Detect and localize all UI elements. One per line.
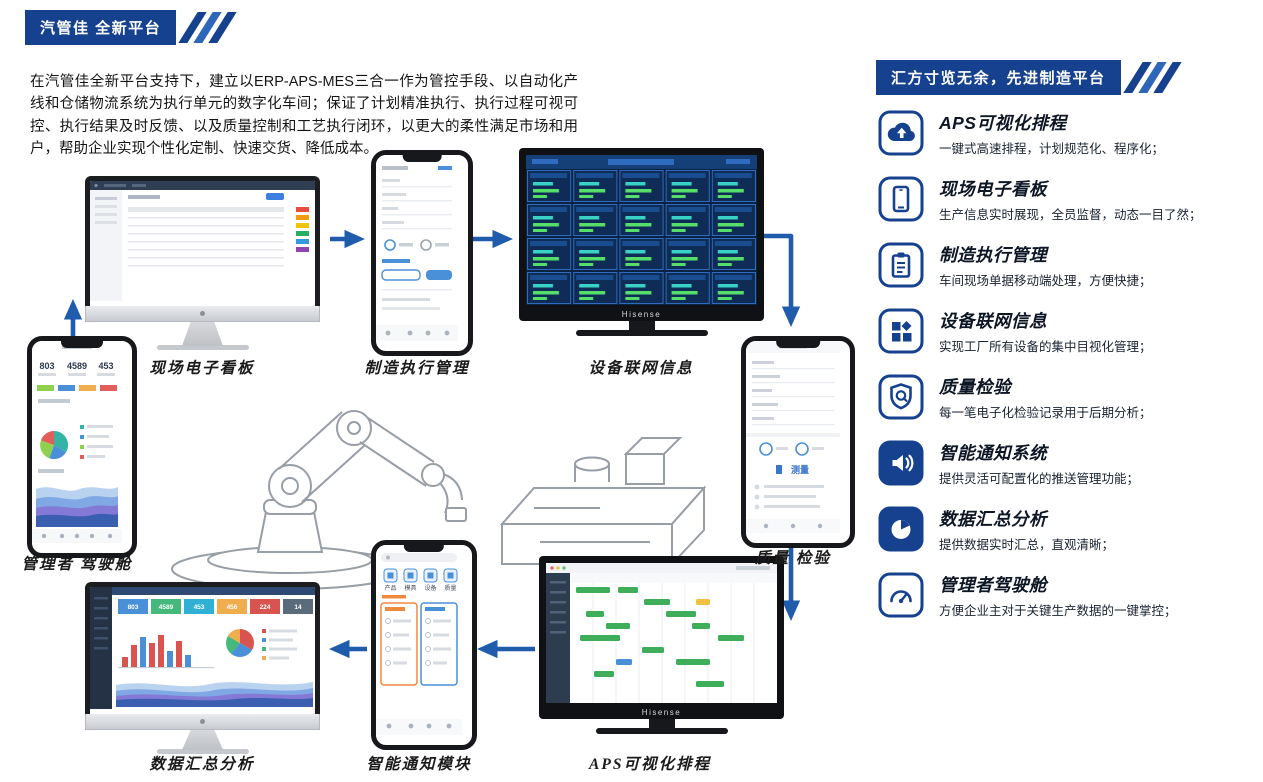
feature-item-aps: APS可视化排程 一键式高速排程，计划规范化、程序化； [878,110,1250,157]
mes-label: 制造执行管理 [364,360,470,377]
cockpit-label: 管理者 驾驶舱 [21,556,133,573]
feature-item-cockpit: 管理者驾驶舱 方便企业主对于关键生产数据的一键掌控； [878,572,1250,619]
quality-phone: 测量 [741,336,855,548]
feature-title: 质量检验 [939,377,1011,397]
feature-desc: 一键式高速排程，计划规范化、程序化； [939,142,1165,156]
notify-phone: 产品 模具 设备 质量 [371,540,477,750]
apple-logo-icon [200,311,205,316]
svg-text:803: 803 [128,604,139,611]
tv-brand-label: Hisense [621,310,662,319]
features-banner-title: 汇方寸览无余，先进制造平台 [876,60,1121,95]
cockpit-phone: 803 4589 453 [27,336,137,558]
gauge-icon [878,572,924,618]
imac-chin [85,714,320,730]
feature-desc: 生产信息实时展现，全员监督，动态一目了然； [939,208,1202,222]
device-label: 设备联网信息 [588,360,694,377]
quality-label: 质量 检验 [755,550,831,567]
features-banner-row: 汇方寸览无余，先进制造平台 [876,60,1182,95]
feature-desc: 实现工厂所有设备的集中目视化管理； [939,340,1152,354]
kanban-screen-content [90,181,315,301]
pie-chart-icon [878,506,924,552]
svg-text:224: 224 [260,604,271,611]
shield-check-icon [878,374,924,420]
feature-desc: 每一笔电子化检验记录用于后期分析； [939,406,1152,420]
cloud-upload-icon [878,110,924,156]
svg-text:453: 453 [98,361,113,371]
quality-screen-content: 测量 [746,341,840,533]
feature-desc: 车间现场单据移动端处理，方便快捷； [939,274,1152,288]
intro-paragraph: 在汽管佳全新平台支持下，建立以ERP-APS-MES三合一作为管控手段、以自动化… [30,73,578,158]
header-banner-row: 汽管佳 全新平台 [25,10,237,45]
blocks-icon [878,308,924,354]
aps-label: APS可视化排程 [589,756,711,773]
feature-title: 管理者驾驶舱 [939,575,1047,595]
imac-chin [85,306,320,322]
apple-logo-icon [200,719,205,724]
feature-desc: 方便企业主对于关键生产数据的一键掌控； [939,604,1177,618]
feature-title: 数据汇总分析 [939,509,1047,529]
device-screen-content [526,155,757,305]
notify-screen-content: 产品 模具 设备 质量 [376,545,462,735]
feature-item-device: 设备联网信息 实现工厂所有设备的集中目视化管理； [878,308,1250,355]
summary-imac: 803 4589 453 456 224 14 [85,582,320,754]
feature-title: 现场电子看板 [939,179,1047,199]
svg-text:453: 453 [194,604,205,611]
feature-item-kanban: 现场电子看板 生产信息实时展现，全员监督，动态一目了然； [878,176,1250,223]
svg-text:4589: 4589 [67,361,87,371]
svg-text:设备: 设备 [424,584,436,592]
notify-label: 智能通知模块 [366,756,472,773]
svg-text:质量: 质量 [444,584,456,592]
svg-text:456: 456 [227,604,238,611]
cockpit-screen-content: 803 4589 453 [32,341,122,543]
summary-label: 数据汇总分析 [149,756,255,773]
feature-title: APS可视化排程 [939,113,1067,133]
robot-arm-illustration [171,410,707,590]
svg-text:测量: 测量 [791,464,809,475]
page-title: 汽管佳 全新平台 [25,10,177,45]
kanban-label: 现场电子看板 [149,360,255,377]
feature-title: 制造执行管理 [939,245,1047,265]
kanban-imac [85,176,320,350]
feature-item-summary: 数据汇总分析 提供数据实时汇总，直观清晰； [878,506,1250,553]
feature-list: APS可视化排程 一键式高速排程，计划规范化、程序化； 现场电子看板 生产信息实… [878,110,1250,638]
feature-item-mes: 制造执行管理 车间现场单据移动端处理，方便快捷； [878,242,1250,289]
svg-text:产品: 产品 [384,584,396,592]
svg-text:803: 803 [39,361,54,371]
feature-desc: 提供数据实时汇总，直观清晰； [939,538,1115,552]
mes-phone [371,150,473,356]
feature-item-quality: 质量检验 每一笔电子化检验记录用于后期分析； [878,374,1250,421]
tablet-icon [878,176,924,222]
clipboard-icon [878,242,924,288]
svg-text:模具: 模具 [404,584,416,592]
speaker-icon [878,440,924,486]
summary-screen-content: 803 4589 453 456 224 14 [90,587,315,709]
tv-brand-label: Hisense [641,708,682,717]
mes-screen-content [376,155,458,341]
device-tv: Hisense [519,148,764,336]
svg-text:14: 14 [294,604,302,611]
aps-screen-content [546,563,777,703]
feature-title: 设备联网信息 [939,311,1047,331]
aps-tv: Hisense [539,556,784,734]
feature-desc: 提供灵活可配置化的推送管理功能； [939,472,1140,486]
feature-title: 智能通知系统 [939,443,1047,463]
feature-item-notify: 智能通知系统 提供灵活可配置化的推送管理功能； [878,440,1250,487]
svg-text:4589: 4589 [159,604,174,611]
